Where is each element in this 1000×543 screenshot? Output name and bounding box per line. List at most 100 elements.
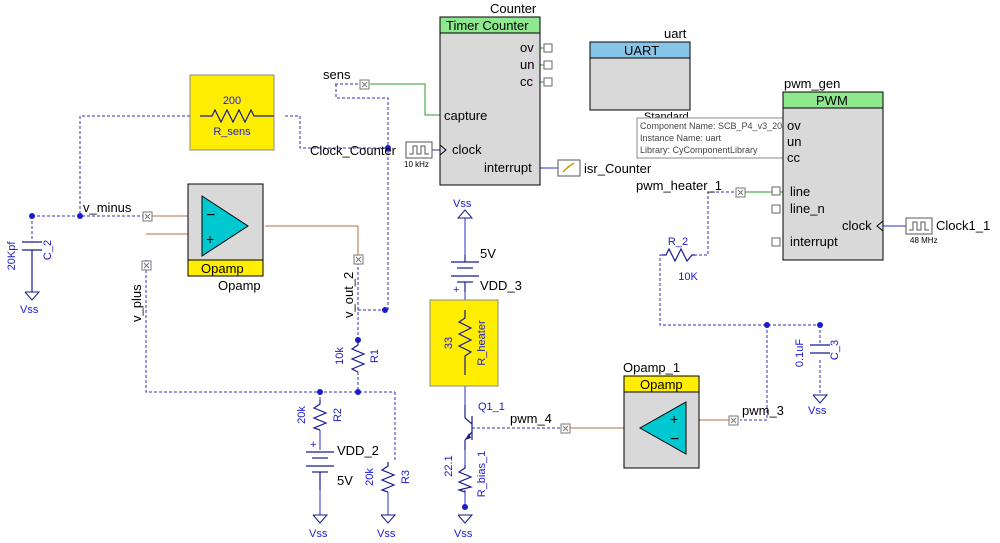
r-bias-resistor[interactable]: 22.1 R_bias_1 bbox=[443, 451, 488, 497]
ground-label-vdd2: Vss bbox=[309, 528, 328, 540]
counter-ov-terminal[interactable] bbox=[543, 43, 553, 53]
r3-resistor[interactable]: 20k R3 bbox=[364, 462, 412, 493]
ground-icon: Vss bbox=[377, 514, 397, 540]
ground-label-c2: Vss bbox=[20, 304, 39, 316]
counter-un-terminal[interactable] bbox=[543, 60, 553, 70]
isr-name: isr_Counter bbox=[584, 161, 652, 176]
connector-pwm-4 bbox=[560, 423, 571, 434]
r-sens-value: 200 bbox=[223, 95, 241, 107]
connector-v-plus bbox=[141, 260, 152, 271]
r-heater-value: 33 bbox=[443, 337, 455, 349]
r3-name: R3 bbox=[400, 470, 412, 484]
opamp-instance-name: Opamp bbox=[218, 278, 261, 293]
r-sens-name: R_sens bbox=[213, 126, 251, 138]
r2-value: 20k bbox=[296, 406, 308, 424]
clock1-name: Clock1_1 bbox=[936, 218, 990, 233]
r3-value: 20k bbox=[364, 468, 376, 486]
lightning-icon bbox=[562, 162, 575, 173]
r-heater-name: R_heater bbox=[476, 320, 488, 366]
r-2-value: 10K bbox=[678, 271, 698, 283]
tooltip-line-3: Library: CyComponentLibrary bbox=[640, 145, 758, 155]
vdd2-voltage: 5V bbox=[337, 473, 353, 488]
ground-label-rbias: Vss bbox=[454, 528, 473, 540]
counter-cc-terminal[interactable] bbox=[543, 77, 553, 87]
net-labels: sens v_minus v_plus v_out_2 pwm_heater_1… bbox=[83, 67, 784, 426]
opamp-title: Opamp bbox=[201, 261, 244, 276]
pwm-port-un: un bbox=[787, 134, 801, 149]
ground-icon: Vss bbox=[20, 291, 41, 316]
uart-title: UART bbox=[624, 43, 659, 58]
r1-name: R1 bbox=[369, 349, 381, 363]
tooltip-line-1: Component Name: SCB_P4_v3_20 bbox=[640, 121, 782, 131]
pwm-port-ov: ov bbox=[787, 118, 801, 133]
vss-top-label: Vss bbox=[453, 198, 472, 210]
isr-counter-component[interactable]: isr_Counter bbox=[557, 159, 652, 177]
r-2-resistor[interactable]: R_2 10K bbox=[662, 236, 698, 283]
c2-capacitor[interactable]: 20Kpf C_2 bbox=[6, 240, 54, 292]
connector-pwm-heater-1 bbox=[735, 187, 746, 198]
counter-port-ov: ov bbox=[520, 40, 534, 55]
opamp1-plus-icon: + bbox=[670, 411, 678, 427]
counter-instance-name: Counter bbox=[490, 1, 537, 16]
opamp-minus-icon: − bbox=[206, 207, 215, 224]
pwm-port-line-n: line_n bbox=[790, 201, 825, 216]
vdd3-source[interactable]: + 5V VDD_3 bbox=[451, 246, 522, 296]
opamp-plus-icon: + bbox=[206, 231, 214, 247]
pwm-port-clock: clock bbox=[842, 218, 872, 233]
r2-name: R2 bbox=[332, 408, 344, 422]
clock1-freq: 48 MHz bbox=[910, 236, 938, 245]
pwm-line-n-terminal[interactable] bbox=[771, 204, 781, 214]
r-heater-resistor[interactable]: 33 R_heater bbox=[429, 299, 499, 387]
ground-symbols: Vss Vss Vss Vss Vss bbox=[20, 291, 829, 540]
tooltip-line-2: Instance Name: uart bbox=[640, 133, 722, 143]
q1-transistor[interactable]: Q1_1 bbox=[464, 401, 505, 450]
vdd2-source[interactable]: + VDD_2 5V bbox=[306, 439, 379, 490]
opamp-component[interactable]: − + Opamp Opamp bbox=[187, 183, 264, 293]
c3-name: C_3 bbox=[829, 340, 841, 360]
pwm-component[interactable]: pwm_gen PWM ov un cc line line_n clock i… bbox=[771, 76, 884, 261]
timer-counter-component[interactable]: Counter Timer Counter ov un cc capture c… bbox=[439, 1, 553, 186]
r-sens-resistor[interactable]: 200 R_sens bbox=[189, 74, 275, 151]
clock1-source[interactable]: Clock1_1 48 MHz bbox=[905, 217, 990, 245]
pwm-title: PWM bbox=[816, 93, 848, 108]
r2-resistor[interactable]: 20k R2 bbox=[296, 400, 344, 431]
opamp1-component[interactable]: Opamp_1 Opamp + − bbox=[623, 360, 700, 469]
counter-port-capture: capture bbox=[444, 108, 487, 123]
net-connectors[interactable] bbox=[141, 79, 746, 434]
vss-supply-top[interactable]: Vss bbox=[453, 198, 474, 219]
c2-value: 20Kpf bbox=[6, 241, 18, 271]
ground-icon: Vss bbox=[309, 514, 329, 540]
c2-name: C_2 bbox=[42, 240, 54, 260]
component-tooltip: Component Name: SCB_P4_v3_20 Instance Na… bbox=[636, 117, 786, 159]
r-2-name: R_2 bbox=[668, 236, 688, 248]
counter-port-interrupt: interrupt bbox=[484, 160, 532, 175]
connector-v-out-2 bbox=[353, 254, 364, 265]
net-label-pwm-heater-1: pwm_heater_1 bbox=[636, 178, 722, 193]
ground-icon: Vss bbox=[808, 394, 829, 417]
connector-sens bbox=[359, 79, 370, 90]
connector-pwm-3 bbox=[728, 415, 739, 426]
q1-name: Q1_1 bbox=[478, 401, 505, 413]
clock-counter-source[interactable]: Clock_Counter 10 kHz bbox=[310, 141, 433, 169]
net-label-pwm-3: pwm_3 bbox=[742, 403, 784, 418]
r-bias-name: R_bias_1 bbox=[476, 451, 488, 497]
clock-counter-freq: 10 kHz bbox=[404, 160, 429, 169]
r1-resistor[interactable]: 10k R1 bbox=[334, 340, 381, 373]
net-label-v-out-2: v_out_2 bbox=[341, 272, 356, 318]
r1-value: 10k bbox=[334, 347, 346, 365]
c3-capacitor[interactable]: 0.1uF C_3 bbox=[794, 339, 841, 367]
vdd3-plus-icon: + bbox=[453, 284, 459, 296]
uart-component[interactable]: uart UART Standard bbox=[589, 26, 691, 123]
pwm-interrupt-terminal[interactable] bbox=[771, 237, 781, 247]
counter-port-un: un bbox=[520, 57, 534, 72]
counter-port-cc: cc bbox=[520, 74, 534, 89]
junction-dots bbox=[29, 145, 823, 510]
opamp1-title: Opamp bbox=[640, 377, 683, 392]
pwm-line-terminal[interactable] bbox=[771, 186, 781, 196]
pwm-port-cc: cc bbox=[787, 150, 801, 165]
pwm-port-line: line bbox=[790, 184, 810, 199]
vdd3-voltage: 5V bbox=[480, 246, 496, 261]
opamp1-minus-icon: − bbox=[670, 431, 679, 448]
ground-label-c3: Vss bbox=[808, 405, 827, 417]
